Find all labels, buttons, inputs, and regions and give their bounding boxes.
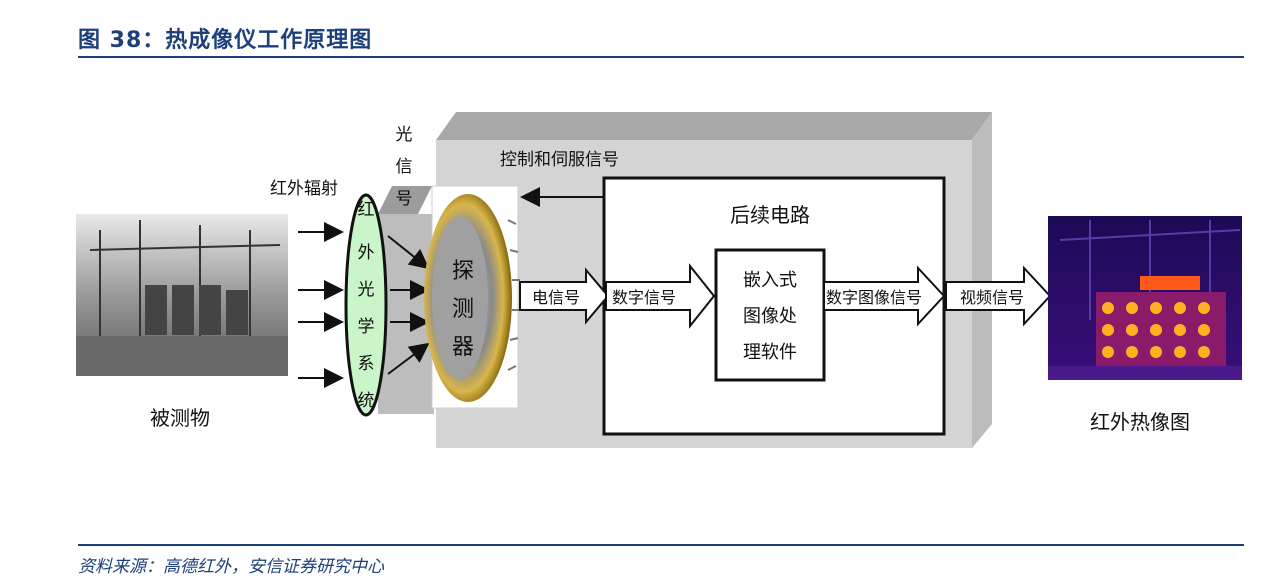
thermal-image bbox=[1048, 216, 1242, 380]
object-photo bbox=[76, 214, 288, 376]
detector-image bbox=[424, 185, 520, 409]
header-rule bbox=[78, 56, 1244, 58]
circuit-label: 后续电路 bbox=[730, 203, 810, 227]
footer-rule bbox=[78, 544, 1244, 546]
optics-char-2: 外 bbox=[358, 243, 375, 263]
light-signal-char-3: 号 bbox=[396, 189, 413, 209]
detector-block-top bbox=[378, 186, 432, 214]
detector-char-1: 探 bbox=[452, 259, 474, 284]
detector-label: 探 测 器 bbox=[452, 259, 474, 360]
figure-title: 图 38：热成像仪工作原理图 bbox=[78, 28, 373, 53]
light-signal-label: 光 信 号 bbox=[396, 125, 413, 209]
digital-signal-label: 数字信号 bbox=[612, 288, 676, 307]
electric-signal-label: 电信号 bbox=[532, 288, 580, 307]
focus-arrows bbox=[387, 235, 430, 375]
housing-side bbox=[972, 112, 992, 448]
object-label: 被测物 bbox=[150, 406, 210, 430]
embedded-line-3: 理软件 bbox=[743, 342, 797, 363]
digital-signal-arrow bbox=[605, 263, 716, 329]
light-signal-char-1: 光 bbox=[396, 125, 413, 145]
optics-char-4: 学 bbox=[358, 317, 375, 337]
digital-image-signal-label: 数字图像信号 bbox=[826, 288, 922, 307]
video-signal-label: 视频信号 bbox=[960, 288, 1024, 307]
control-signal-label: 控制和伺服信号 bbox=[500, 150, 619, 170]
optics-lens bbox=[344, 193, 388, 417]
optics-char-6: 统 bbox=[358, 391, 375, 411]
detector-char-3: 器 bbox=[452, 335, 474, 360]
embedded-line-2: 图像处 bbox=[743, 306, 797, 327]
electric-signal-arrow bbox=[519, 267, 610, 325]
ir-arrows bbox=[298, 222, 344, 388]
embedded-line-1: 嵌入式 bbox=[743, 270, 797, 291]
source-note: 资料来源：高德红外，安信证券研究中心 bbox=[78, 557, 384, 577]
light-signal-char-2: 信 bbox=[396, 157, 413, 177]
video-signal-arrow bbox=[945, 265, 1052, 327]
thermal-image-label: 红外热像图 bbox=[1090, 410, 1190, 434]
optics-char-1: 红 bbox=[358, 200, 375, 220]
ir-radiation-label: 红外辐射 bbox=[270, 179, 338, 199]
optics-label: 红 外 光 学 系 统 bbox=[358, 200, 375, 411]
embedded-box bbox=[714, 248, 826, 382]
detector-char-2: 测 bbox=[452, 297, 474, 322]
digital-image-signal-arrow bbox=[823, 265, 946, 327]
optics-char-3: 光 bbox=[358, 280, 375, 300]
housing-top bbox=[436, 112, 992, 140]
embedded-label: 嵌入式 图像处 理软件 bbox=[743, 270, 797, 363]
optics-char-5: 系 bbox=[358, 354, 375, 374]
